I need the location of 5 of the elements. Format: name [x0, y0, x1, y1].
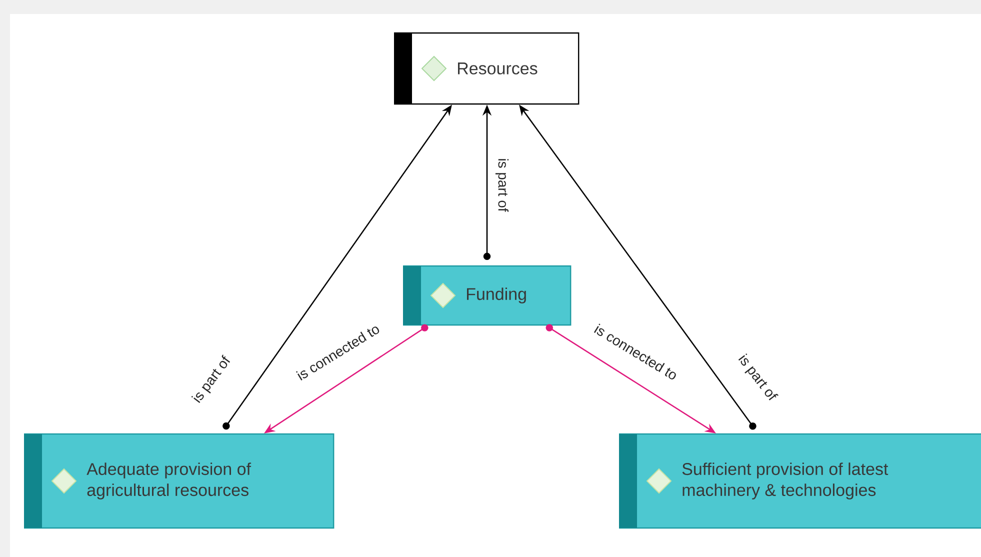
edge-label: is part of — [494, 157, 510, 213]
process-box: Adequate provision of agricultural resources — [24, 433, 334, 529]
process-box: Resources — [394, 32, 580, 105]
process-box: Sufficient provision of latest machinery & technologies — [619, 433, 981, 529]
process-box: Funding — [403, 265, 572, 326]
